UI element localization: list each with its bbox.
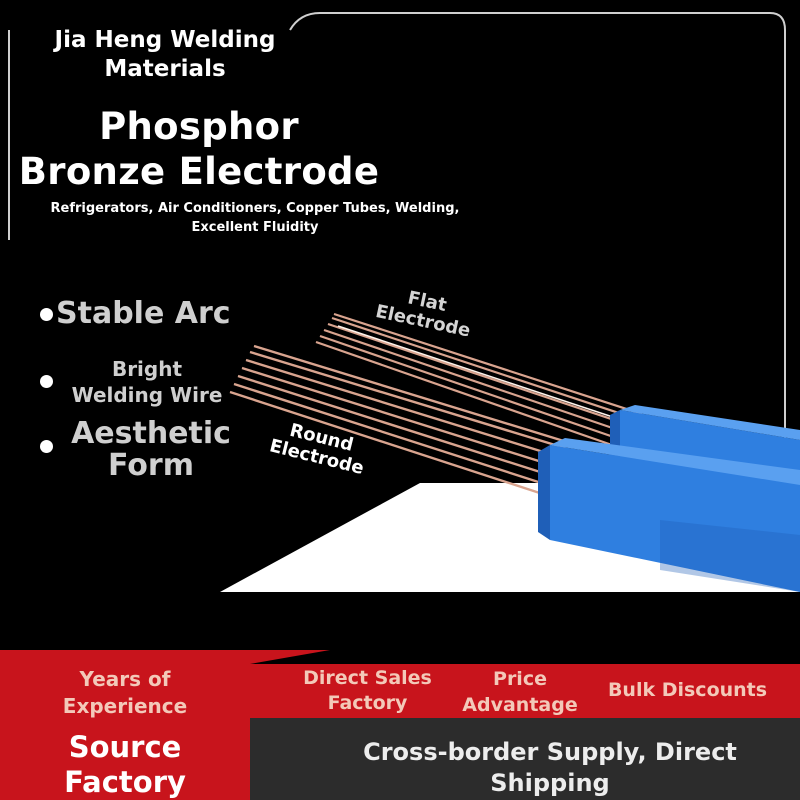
feature-label: Stable Arc — [56, 296, 231, 331]
banner-divider — [250, 650, 800, 718]
cross-line-1: Cross-border Supply, Direct — [363, 738, 737, 766]
brand-line-2: Materials — [104, 56, 226, 82]
frame-right-line — [784, 30, 786, 590]
product-subtitle: Refrigerators, Air Conditioners, Copper … — [30, 199, 480, 237]
cross-line-2: Shipping — [490, 769, 610, 797]
feature-label-2: Form — [108, 448, 194, 483]
price-line-1: Price — [493, 668, 547, 690]
frame-left-line — [8, 30, 10, 240]
cross-border-text: Cross-border Supply, Direct Shipping — [340, 737, 760, 799]
electrode-product-image: Flat Electrode Round Electrode — [220, 270, 800, 600]
red-block — [0, 650, 250, 800]
title-line-2: Bronze Electrode — [18, 150, 380, 193]
feature-label: Bright — [111, 357, 183, 381]
price-line-2: Advantage — [462, 694, 578, 716]
bullet-dot-icon — [40, 440, 53, 453]
years-line-2: Experience — [62, 694, 188, 718]
promo-banner: Years of Experience Source Factory Direc… — [0, 650, 800, 800]
feature-item: Bright Welding Wire — [36, 356, 246, 408]
years-experience-text: Years of Experience — [20, 666, 230, 720]
feature-label: Aesthetic — [71, 416, 231, 451]
direct-sales-text: Direct Sales Factory — [285, 666, 450, 716]
bulk-discounts-text: Bulk Discounts — [607, 679, 768, 701]
subtitle-line-1: Refrigerators, Air Conditioners, Copper … — [50, 201, 460, 216]
brand-line-1: Jia Heng Welding — [54, 27, 276, 53]
bullet-dot-icon — [40, 308, 53, 321]
brand-name: Jia Heng Welding Materials — [40, 26, 290, 84]
source-line-1: Source — [68, 730, 182, 764]
title-line-1: Phosphor — [99, 105, 299, 148]
product-title: Phosphor Bronze Electrode — [14, 104, 384, 194]
direct-line-2: Factory — [327, 692, 408, 714]
price-advantage-text: Price Advantage — [450, 666, 590, 718]
feature-label-2: Welding Wire — [71, 383, 223, 407]
electrode-illustration — [220, 312, 800, 592]
feature-item: Aesthetic Form — [36, 418, 246, 482]
dark-band — [250, 718, 800, 800]
direct-line-1: Direct Sales — [303, 667, 432, 689]
source-factory-text: Source Factory — [10, 730, 240, 800]
feature-item: Stable Arc — [36, 296, 246, 332]
years-line-1: Years of — [79, 667, 171, 691]
bullet-dot-icon — [40, 375, 53, 388]
frame-top-line — [350, 12, 770, 14]
source-line-2: Factory — [64, 765, 186, 799]
subtitle-line-2: Excellent Fluidity — [191, 220, 319, 235]
